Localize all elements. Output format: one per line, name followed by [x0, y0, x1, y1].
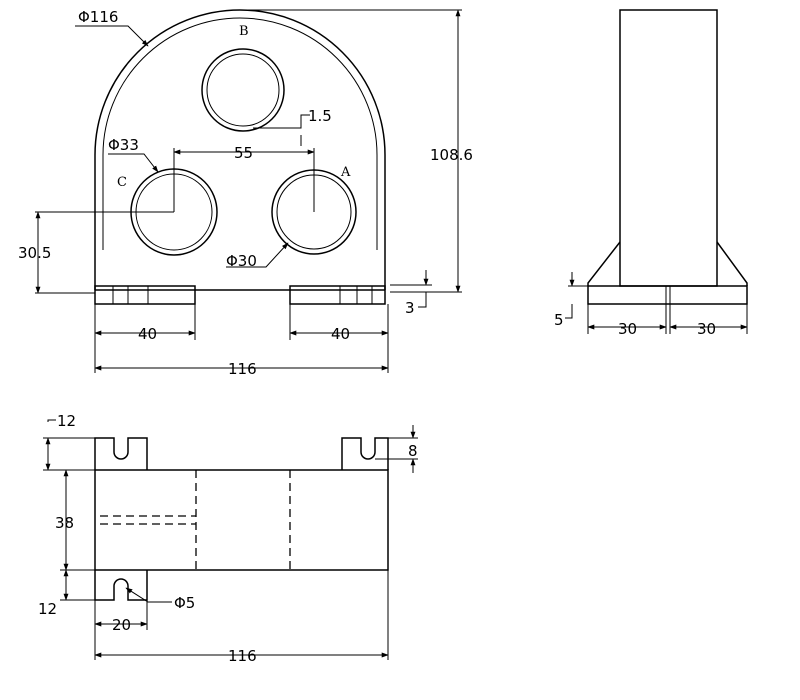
outer-diameter-label: Φ116 [78, 8, 118, 26]
hole-b-label: B [239, 24, 249, 39]
hole-spacing-label: 55 [234, 144, 253, 162]
side-body [619, 9, 718, 287]
right-gusset [716, 241, 748, 286]
tab-width-label: 20 [112, 616, 131, 634]
outer-diameter-leader [75, 25, 149, 47]
hole-large-label: Φ33 [108, 136, 139, 154]
outer-arch [94, 9, 386, 290]
left-foot [94, 285, 196, 305]
left-half-label: 30 [618, 320, 637, 338]
tab-top-label: 12 [57, 412, 76, 430]
wall-thickness-label: 1.5 [308, 107, 332, 125]
wall-leader [253, 114, 310, 129]
base-thickness-leader [418, 292, 427, 308]
hole-small-label: Φ30 [226, 252, 257, 270]
inner-arch [102, 17, 378, 250]
top-left-tab [94, 437, 148, 470]
hole-leader [125, 587, 172, 603]
tab-bottom-label: 12 [38, 600, 57, 618]
side-flange [587, 285, 748, 305]
left-gusset [587, 241, 621, 286]
slot-depth-label: 8 [408, 442, 418, 460]
base-thickness-label: 3 [405, 299, 415, 317]
hole-a-label: A [340, 165, 351, 180]
foot-right-label: 40 [331, 325, 350, 343]
hole-b [201, 48, 285, 132]
hole-large-leader [108, 153, 159, 173]
hole-small-leader [226, 242, 289, 268]
total-height-label: 108.6 [430, 146, 473, 164]
hole-c-label: C [117, 175, 127, 190]
top-body [94, 469, 389, 571]
right-foot [289, 285, 386, 305]
top-view: 12 8 38 12 Φ5 20 116 [38, 412, 418, 665]
top-total-width-label: 116 [228, 647, 257, 665]
hole-label: Φ5 [174, 594, 195, 612]
right-half-label: 30 [697, 320, 716, 338]
body-depth-label: 38 [55, 514, 74, 532]
tab-top-leader [47, 419, 56, 422]
side-view: 5 30 30 [554, 9, 748, 338]
top-right-tab [341, 437, 389, 470]
flange-leader [565, 304, 573, 319]
total-width-label: 116 [228, 360, 257, 378]
flange-label: 5 [554, 311, 564, 329]
foot-left-label: 40 [138, 325, 157, 343]
center-height-label: 30.5 [18, 244, 51, 262]
front-view: B C A Φ116 1.5 Φ33 55 Φ30 108.6 30.5 [18, 8, 473, 378]
bottom-left-tab [94, 570, 148, 601]
